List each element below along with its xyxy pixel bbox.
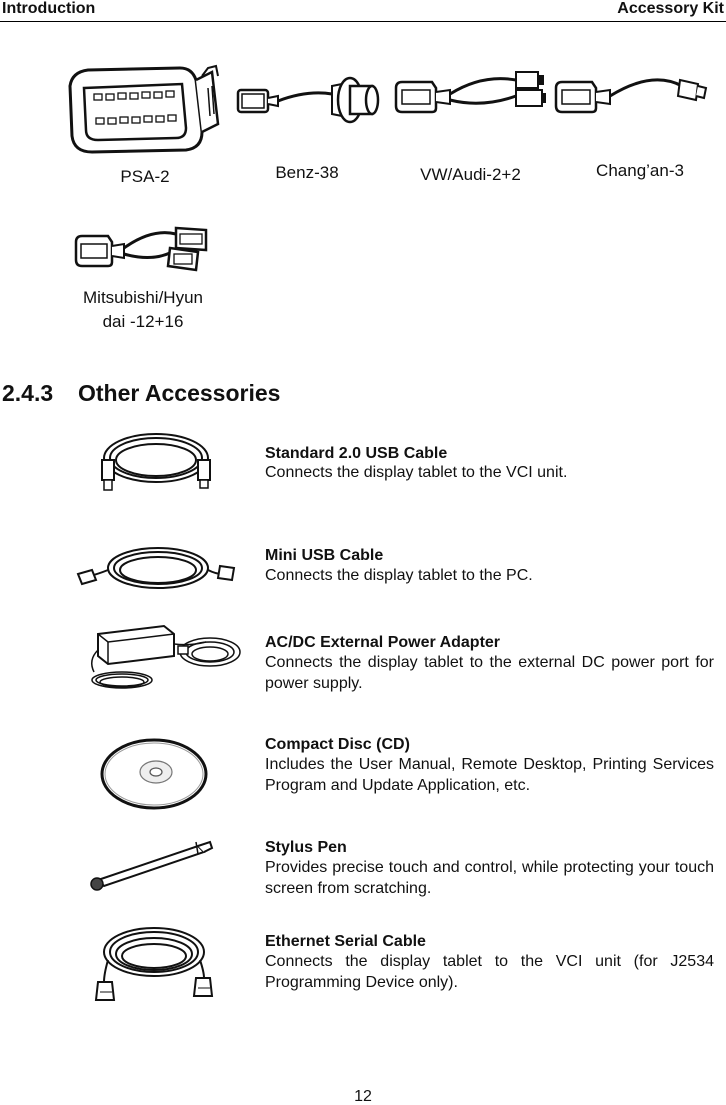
power-adapter-icon: [80, 620, 248, 696]
page-header: Introduction Accessory Kit: [0, 0, 726, 22]
adapter-label-benz: Benz-38: [275, 163, 339, 182]
accessory-title-stylus-pen: Stylus Pen: [265, 839, 347, 856]
adapter-label-mitsubishi-line1: Mitsubishi/Hyun: [83, 288, 203, 307]
obd-y-cable-icon: [392, 66, 548, 124]
accessory-title-mini-usb-cable: Mini USB Cable: [265, 547, 384, 564]
accessory-title-usb-cable: Standard 2.0 USB Cable: [265, 445, 448, 462]
section-number: 2.4.3: [2, 380, 54, 406]
accessory-title-ethernet-cable: Ethernet Serial Cable: [265, 933, 426, 950]
obd-adapter-icon: [62, 58, 222, 158]
adapter-label-changan: Chang’an-3: [596, 161, 684, 180]
header-left: Introduction: [2, 0, 96, 17]
accessory-desc-mini-usb-cable: Connects the display tablet to the PC.: [265, 567, 533, 584]
accessory-title-compact-disc: Compact Disc (CD): [265, 736, 410, 753]
round-connector-cable-icon: [232, 68, 384, 130]
accessory-desc-usb-cable: Connects the display tablet to the VCI u…: [265, 464, 568, 481]
obd-y-cable-icon: [72, 222, 214, 276]
ethernet-cable-icon: [88, 920, 216, 1006]
section-title: Other Accessories: [78, 380, 281, 406]
usb-cable-icon: [96, 424, 216, 496]
mini-usb-cable-icon: [74, 540, 242, 598]
accessory-desc-ethernet-cable: Connects the display tablet to the VCI u…: [265, 953, 714, 991]
accessory-title-power-adapter: AC/DC External Power Adapter: [265, 634, 501, 651]
adapter-label-mitsubishi-line2: dai -12+16: [102, 312, 184, 331]
adapter-label-vw-audi: VW/Audi-2+2: [420, 165, 521, 184]
adapter-label-mitsubishi: Mitsubishi/Hyun dai -12+16: [66, 286, 220, 334]
obd-cable-icon: [552, 66, 712, 122]
stylus-pen-icon: [86, 838, 216, 892]
compact-disc-icon: [98, 736, 210, 810]
accessory-desc-compact-disc: Includes the User Manual, Remote Desktop…: [265, 756, 714, 794]
page-number: 12: [354, 1088, 372, 1105]
accessory-desc-stylus-pen: Provides precise touch and control, whil…: [265, 859, 714, 897]
header-right: Accessory Kit: [617, 0, 724, 17]
section-heading: 2.4.3 Other Accessories: [2, 380, 280, 407]
accessory-desc-power-adapter: Connects the display tablet to the exter…: [265, 654, 714, 692]
adapter-label-psa: PSA-2: [120, 167, 170, 186]
